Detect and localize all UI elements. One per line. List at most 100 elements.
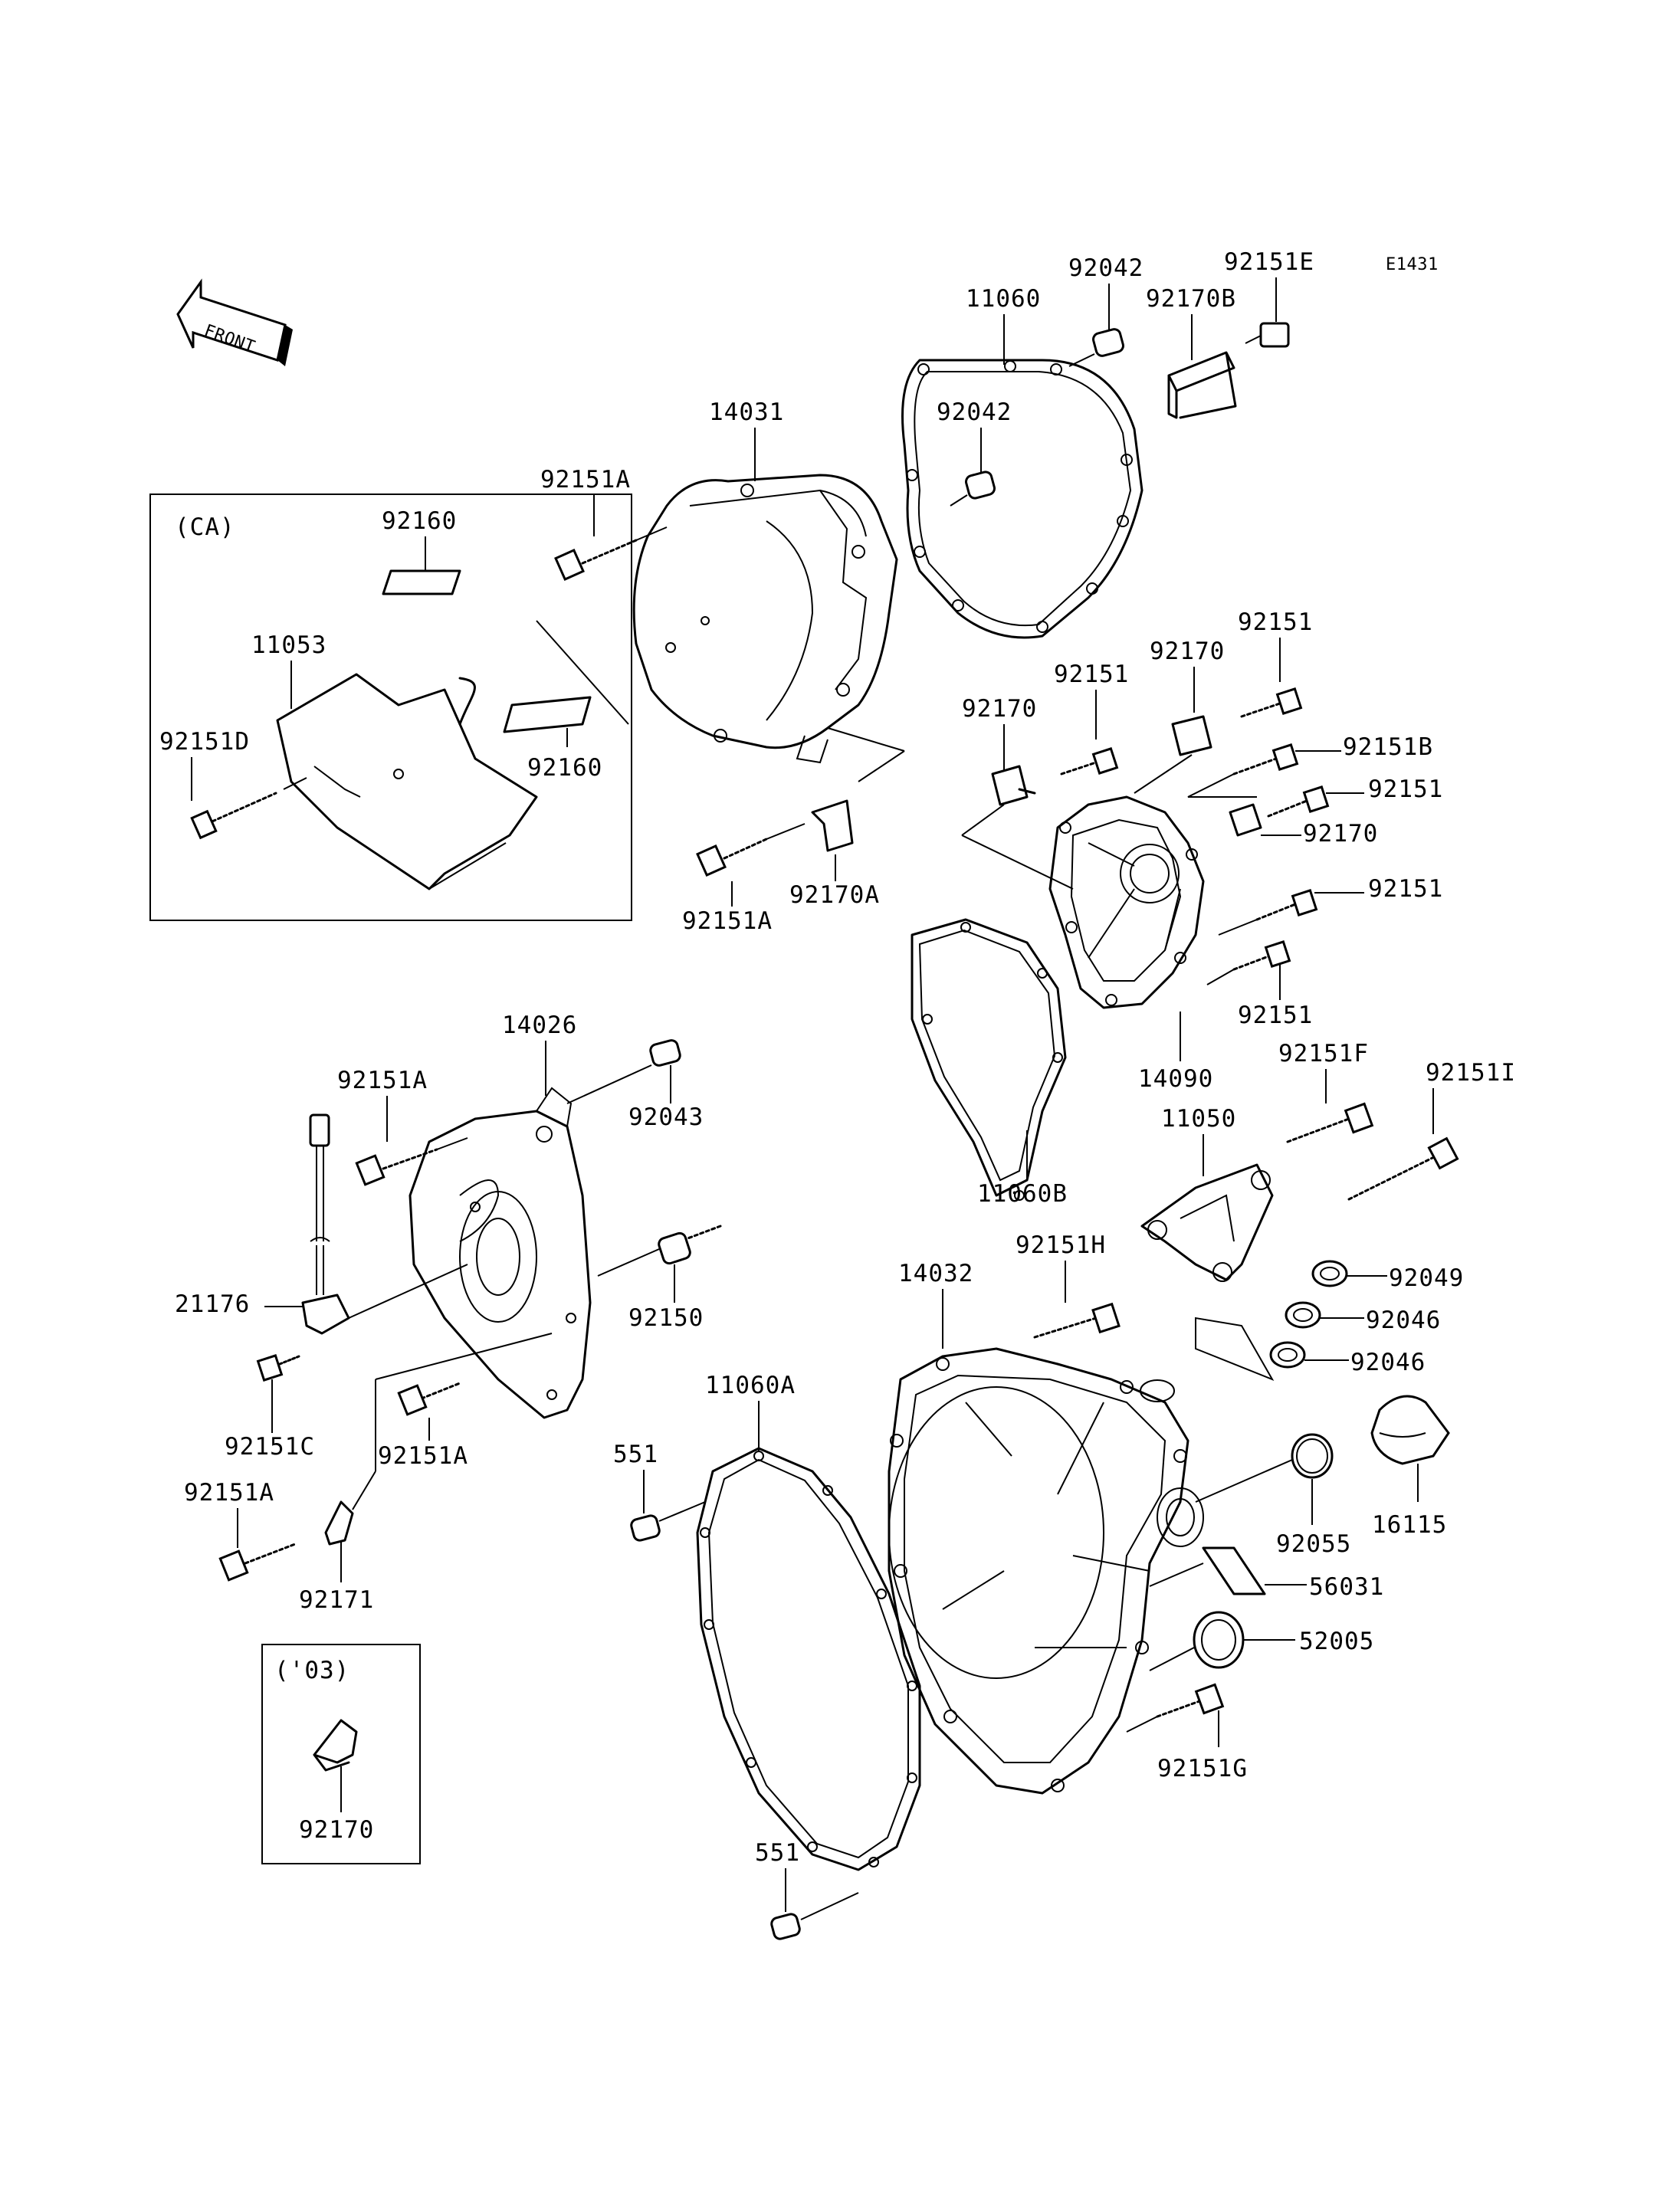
part-52005-plug [1193, 1611, 1245, 1669]
diagram-code: E1431 [1386, 255, 1439, 274]
inset-03: ('03) 92170 [261, 1644, 421, 1864]
label-92151-b: 92151 [1238, 608, 1313, 636]
label-92151F: 92151F [1278, 1040, 1369, 1067]
label-92046-a: 92046 [1366, 1307, 1441, 1334]
part-11050-bracket [1140, 1163, 1274, 1282]
front-arrow-icon: FRONT [176, 278, 293, 366]
label-92151A-5: 92151A [184, 1479, 274, 1507]
label-551-a: 551 [613, 1441, 658, 1468]
part-92151-bolt-e [1232, 940, 1291, 971]
part-551-dowel-a [630, 1514, 661, 1542]
label-11060B: 11060B [977, 1180, 1068, 1208]
label-52005: 52005 [1299, 1628, 1374, 1655]
part-11060A-gasket [696, 1447, 921, 1871]
label-11060: 11060 [966, 285, 1041, 313]
part-92151A-bolt-1 [554, 539, 638, 581]
label-14032: 14032 [898, 1260, 973, 1287]
part-92151A-bolt-5 [218, 1543, 297, 1582]
part-11060-gasket [901, 359, 1144, 639]
label-11050: 11050 [1161, 1105, 1236, 1133]
label-92171: 92171 [299, 1586, 374, 1614]
part-11053-guard [276, 673, 538, 890]
label-14090: 14090 [1138, 1065, 1213, 1093]
part-92160-bottom [503, 696, 592, 733]
part-92151-bolt-d [1255, 889, 1318, 921]
label-92170-03: 92170 [299, 1816, 374, 1844]
inset-ca-frame [149, 494, 632, 921]
part-92049-seal [1311, 1260, 1348, 1287]
part-92151G-bolt [1156, 1683, 1225, 1718]
part-92151D-bolt [190, 792, 277, 840]
label-92151G: 92151G [1157, 1755, 1248, 1782]
label-92170A: 92170A [789, 881, 880, 909]
label-551-b: 551 [755, 1839, 800, 1867]
part-92042-dowel-top [1092, 328, 1124, 357]
label-92151I: 92151I [1426, 1059, 1516, 1087]
label-16115: 16115 [1372, 1511, 1447, 1539]
part-92151F-bolt [1286, 1102, 1374, 1143]
label-92151B: 92151B [1343, 733, 1433, 761]
part-92170-clamp-c [1229, 803, 1262, 837]
label-92151A-4: 92151A [378, 1442, 468, 1470]
label-11053: 11053 [251, 631, 326, 659]
part-16115-oil-cap [1370, 1395, 1450, 1465]
inset-ca-title: (CA) [175, 513, 235, 541]
part-14032-clutch-cover [888, 1347, 1204, 1795]
label-92151-e: 92151 [1238, 1002, 1313, 1029]
part-14031-generator-cover [632, 474, 898, 764]
label-92055: 92055 [1276, 1530, 1351, 1558]
inset-ca: (CA) 92160 11053 92151D 92160 [149, 494, 632, 921]
part-21176-sensor [301, 1113, 350, 1335]
label-92170-c: 92170 [1303, 820, 1378, 848]
part-92151-bolt-c [1267, 785, 1330, 818]
part-56031-label [1202, 1546, 1266, 1595]
label-92151A-3: 92151A [337, 1067, 428, 1094]
part-92170-clamp-a [991, 765, 1036, 806]
label-14031: 14031 [709, 398, 784, 426]
part-92151-bolt-b [1240, 687, 1303, 718]
part-92055-o-ring [1291, 1433, 1334, 1479]
label-92170-b: 92170 [1150, 638, 1225, 665]
label-92151D: 92151D [159, 728, 250, 756]
part-92046-bearing-a [1285, 1301, 1321, 1329]
part-11060B-gasket [911, 918, 1067, 1201]
part-92046-bearing-b [1269, 1341, 1306, 1369]
part-92151B-bolt [1232, 743, 1299, 776]
part-92151A-bolt-2 [696, 838, 768, 877]
part-92151A-bolt-4 [397, 1382, 461, 1416]
part-92170B-clamp [1167, 351, 1237, 419]
label-92049: 92049 [1389, 1264, 1464, 1292]
label-92160-top: 92160 [382, 507, 457, 535]
part-92042-dowel-mid [964, 471, 996, 500]
part-14026-cover [409, 1087, 592, 1419]
label-11060A: 11060A [705, 1372, 796, 1399]
part-92151I-bolt [1347, 1136, 1459, 1201]
part-92150-collar [658, 1225, 722, 1265]
part-92151A-bolt-3 [355, 1148, 438, 1186]
label-92042-top: 92042 [1068, 254, 1144, 282]
part-92171-clamp [324, 1500, 354, 1546]
part-551-dowel-b [770, 1913, 801, 1940]
part-92151-bolt-a [1060, 747, 1119, 776]
inset-03-frame [261, 1644, 421, 1864]
label-92160-bottom: 92160 [527, 754, 602, 782]
label-14026: 14026 [502, 1012, 577, 1039]
label-92170B: 92170B [1146, 285, 1236, 313]
label-92046-b: 92046 [1350, 1349, 1426, 1376]
label-92151-c: 92151 [1368, 776, 1443, 803]
part-92170A-clamp [811, 799, 854, 852]
label-92151H: 92151H [1016, 1231, 1106, 1259]
label-92151-a: 92151 [1054, 661, 1129, 688]
label-92170-a: 92170 [962, 695, 1037, 723]
part-92170-clamp-b [1171, 715, 1212, 756]
label-92042-mid: 92042 [937, 398, 1012, 426]
inset-03-title: ('03) [274, 1657, 349, 1684]
label-92151A-1: 92151A [540, 466, 631, 494]
label-92150: 92150 [628, 1304, 704, 1332]
label-92151C: 92151C [225, 1433, 315, 1461]
part-92151C-screw [256, 1354, 300, 1382]
label-56031: 56031 [1309, 1573, 1384, 1601]
label-92043: 92043 [628, 1103, 704, 1131]
part-14090-cover [1048, 795, 1205, 1009]
